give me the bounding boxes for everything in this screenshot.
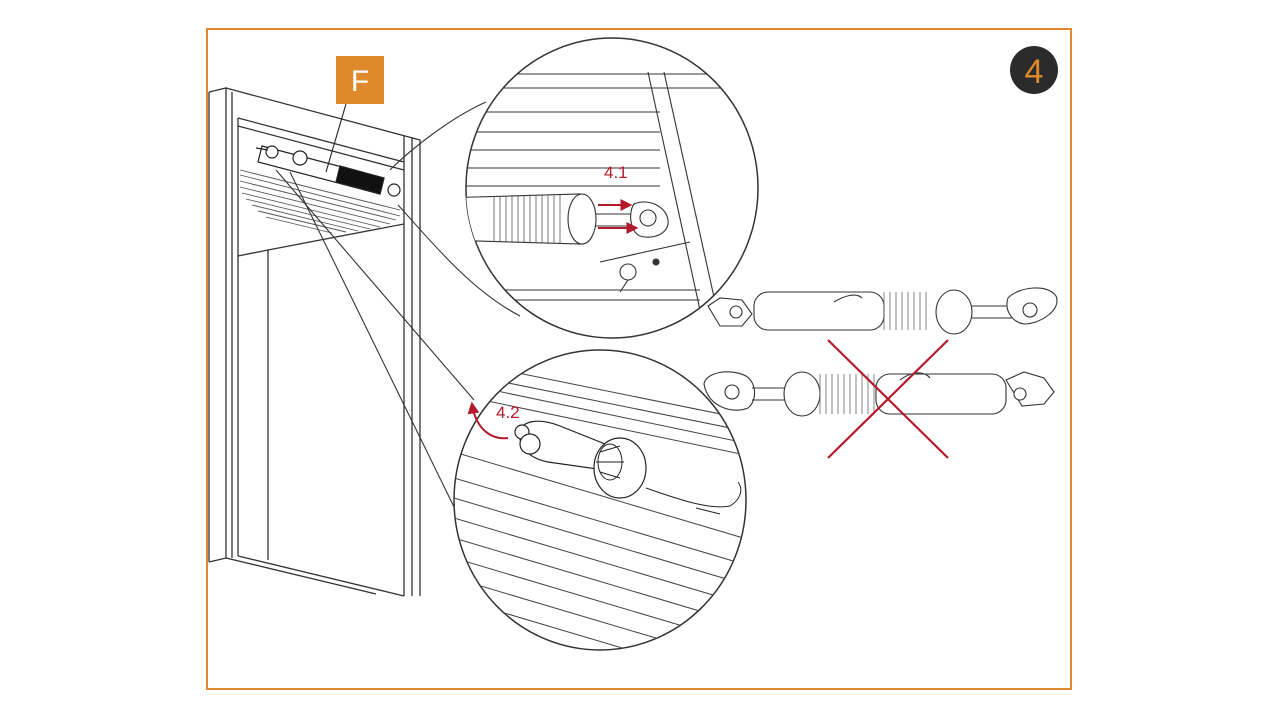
rotate-arrow [467, 401, 509, 440]
bottom-magnifier: 4.2 [453, 349, 747, 651]
top-magnifier: 4.1 [465, 37, 759, 339]
step-4-2-label: 4.2 [496, 403, 520, 422]
step-4-1-label: 4.1 [604, 163, 628, 182]
roller-slats [239, 169, 401, 234]
insert-arrows [598, 199, 639, 234]
zoom-lines [275, 101, 521, 561]
motor-tube-small [255, 145, 401, 197]
part-f-badge: F [325, 56, 384, 173]
diagram-frame [206, 28, 1072, 690]
wrong-assembly [703, 371, 1055, 417]
door-frame [208, 87, 421, 597]
cross-mark-icon [827, 339, 949, 459]
step-number-badge: 4 [1010, 46, 1058, 94]
part-f-label: F [351, 65, 369, 98]
step-number: 4 [1025, 53, 1044, 91]
correct-assembly [707, 287, 1058, 335]
